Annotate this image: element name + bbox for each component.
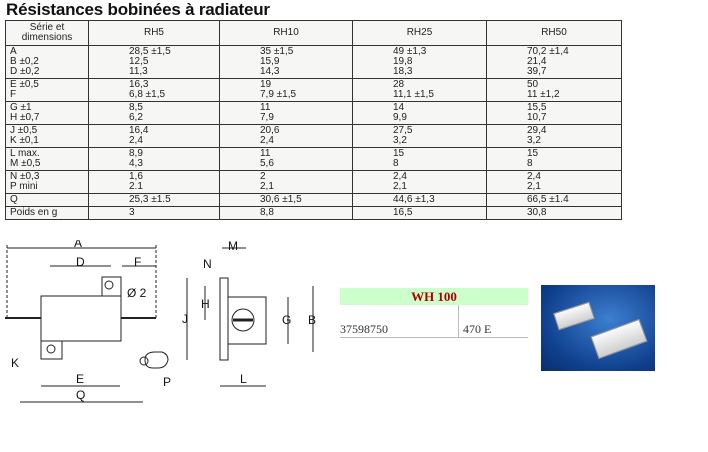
header-rh50: RH50 (486, 20, 622, 46)
cell-value: 27,5 3,2 (352, 124, 487, 148)
cell-value: 15 8 (352, 147, 487, 171)
label-a: A (74, 240, 82, 250)
label-k: K (11, 356, 19, 370)
header-rh25: RH25 (352, 20, 487, 46)
cell-value: 11 7,9 (219, 101, 353, 125)
cell-value: 20,6 2,4 (219, 124, 353, 148)
product-ref: 37598750 (340, 321, 459, 338)
product-name: WH 100 (340, 288, 528, 305)
row-label: E ±0,5 F (5, 78, 89, 102)
row-label: A B ±0,2 D ±0,2 (5, 45, 89, 79)
label-e: E (76, 372, 84, 386)
cell-value: 2,4 2,1 (486, 170, 622, 194)
label-g: G (282, 313, 291, 327)
cell-value: 8,5 6,2 (88, 101, 220, 125)
spec-table: Série et dimensions RH5 RH10 RH25 RH50 A… (5, 20, 622, 220)
label-b: B (308, 313, 316, 327)
label-q: Q (76, 388, 85, 402)
cell-value: 44,6 ±1,3 (352, 193, 487, 207)
cell-value: 16,4 2,4 (88, 124, 220, 148)
table-header-row: Série et dimensions RH5 RH10 RH25 RH50 (5, 20, 622, 46)
label-d: D (76, 255, 85, 269)
cell-value: 19 7,9 ±1,5 (219, 78, 353, 102)
label-m: M (228, 240, 238, 253)
label-p: P (163, 375, 171, 389)
product-value: 470 E (458, 321, 528, 338)
label-f: F (134, 255, 141, 269)
dimension-drawing: A D F Ø 2 K E Q P M N H J G B L (5, 240, 316, 403)
header-series: Série et dimensions (5, 20, 89, 46)
cell-value: 8,9 4,3 (88, 147, 220, 171)
page-title: Résistances bobinées à radiateur (6, 0, 270, 19)
cell-value: 35 ±1,5 15,9 14,3 (219, 45, 353, 79)
cell-value: 30,6 ±1,5 (219, 193, 353, 207)
row-label: Q (5, 193, 89, 207)
cell-value: 66,5 ±1.4 (486, 193, 622, 207)
cell-value: 16,5 (352, 206, 487, 220)
end-view (186, 247, 314, 387)
label-h: H (201, 297, 210, 311)
row-label: G ±1 H ±0,7 (5, 101, 89, 125)
cell-value: 1,6 2.1 (88, 170, 220, 194)
cell-value: 29,4 3,2 (486, 124, 622, 148)
cell-value: 2,4 2,1 (352, 170, 487, 194)
cell-value: 50 11 ±1,2 (486, 78, 622, 102)
label-l: L (240, 372, 247, 386)
cell-value: 28,5 ±1,5 12,5 11,3 (88, 45, 220, 79)
row-label: Poids en g (5, 206, 89, 220)
cell-value: 11 5,6 (219, 147, 353, 171)
label-j: J (182, 312, 188, 326)
cell-value: 25,3 ±1.5 (88, 193, 220, 207)
row-label: N ±0,3 P mini (5, 170, 89, 194)
cell-value: 49 ±1,3 19,8 18,3 (352, 45, 487, 79)
cell-value: 16,3 6,8 ±1,5 (88, 78, 220, 102)
cell-value: 15,5 10,7 (486, 101, 622, 125)
product-photo (541, 285, 655, 371)
cell-value: 3 (88, 206, 220, 220)
cell-value: 30,8 (486, 206, 622, 220)
cell-value: 8,8 (219, 206, 353, 220)
header-rh10: RH10 (219, 20, 353, 46)
cell-value: 2 2,1 (219, 170, 353, 194)
cell-value: 28 11,1 ±1,5 (352, 78, 487, 102)
label-diameter: Ø 2 (127, 286, 147, 300)
row-label: J ±0,5 K ±0,1 (5, 124, 89, 148)
side-view (5, 245, 169, 403)
row-label: L max. M ±0,5 (5, 147, 89, 171)
cell-value: 70,2 ±1,4 21,4 39,7 (486, 45, 622, 79)
cell-value: 14 9,9 (352, 101, 487, 125)
cell-value: 15 8 (486, 147, 622, 171)
header-rh5: RH5 (88, 20, 220, 46)
label-n: N (203, 257, 212, 271)
